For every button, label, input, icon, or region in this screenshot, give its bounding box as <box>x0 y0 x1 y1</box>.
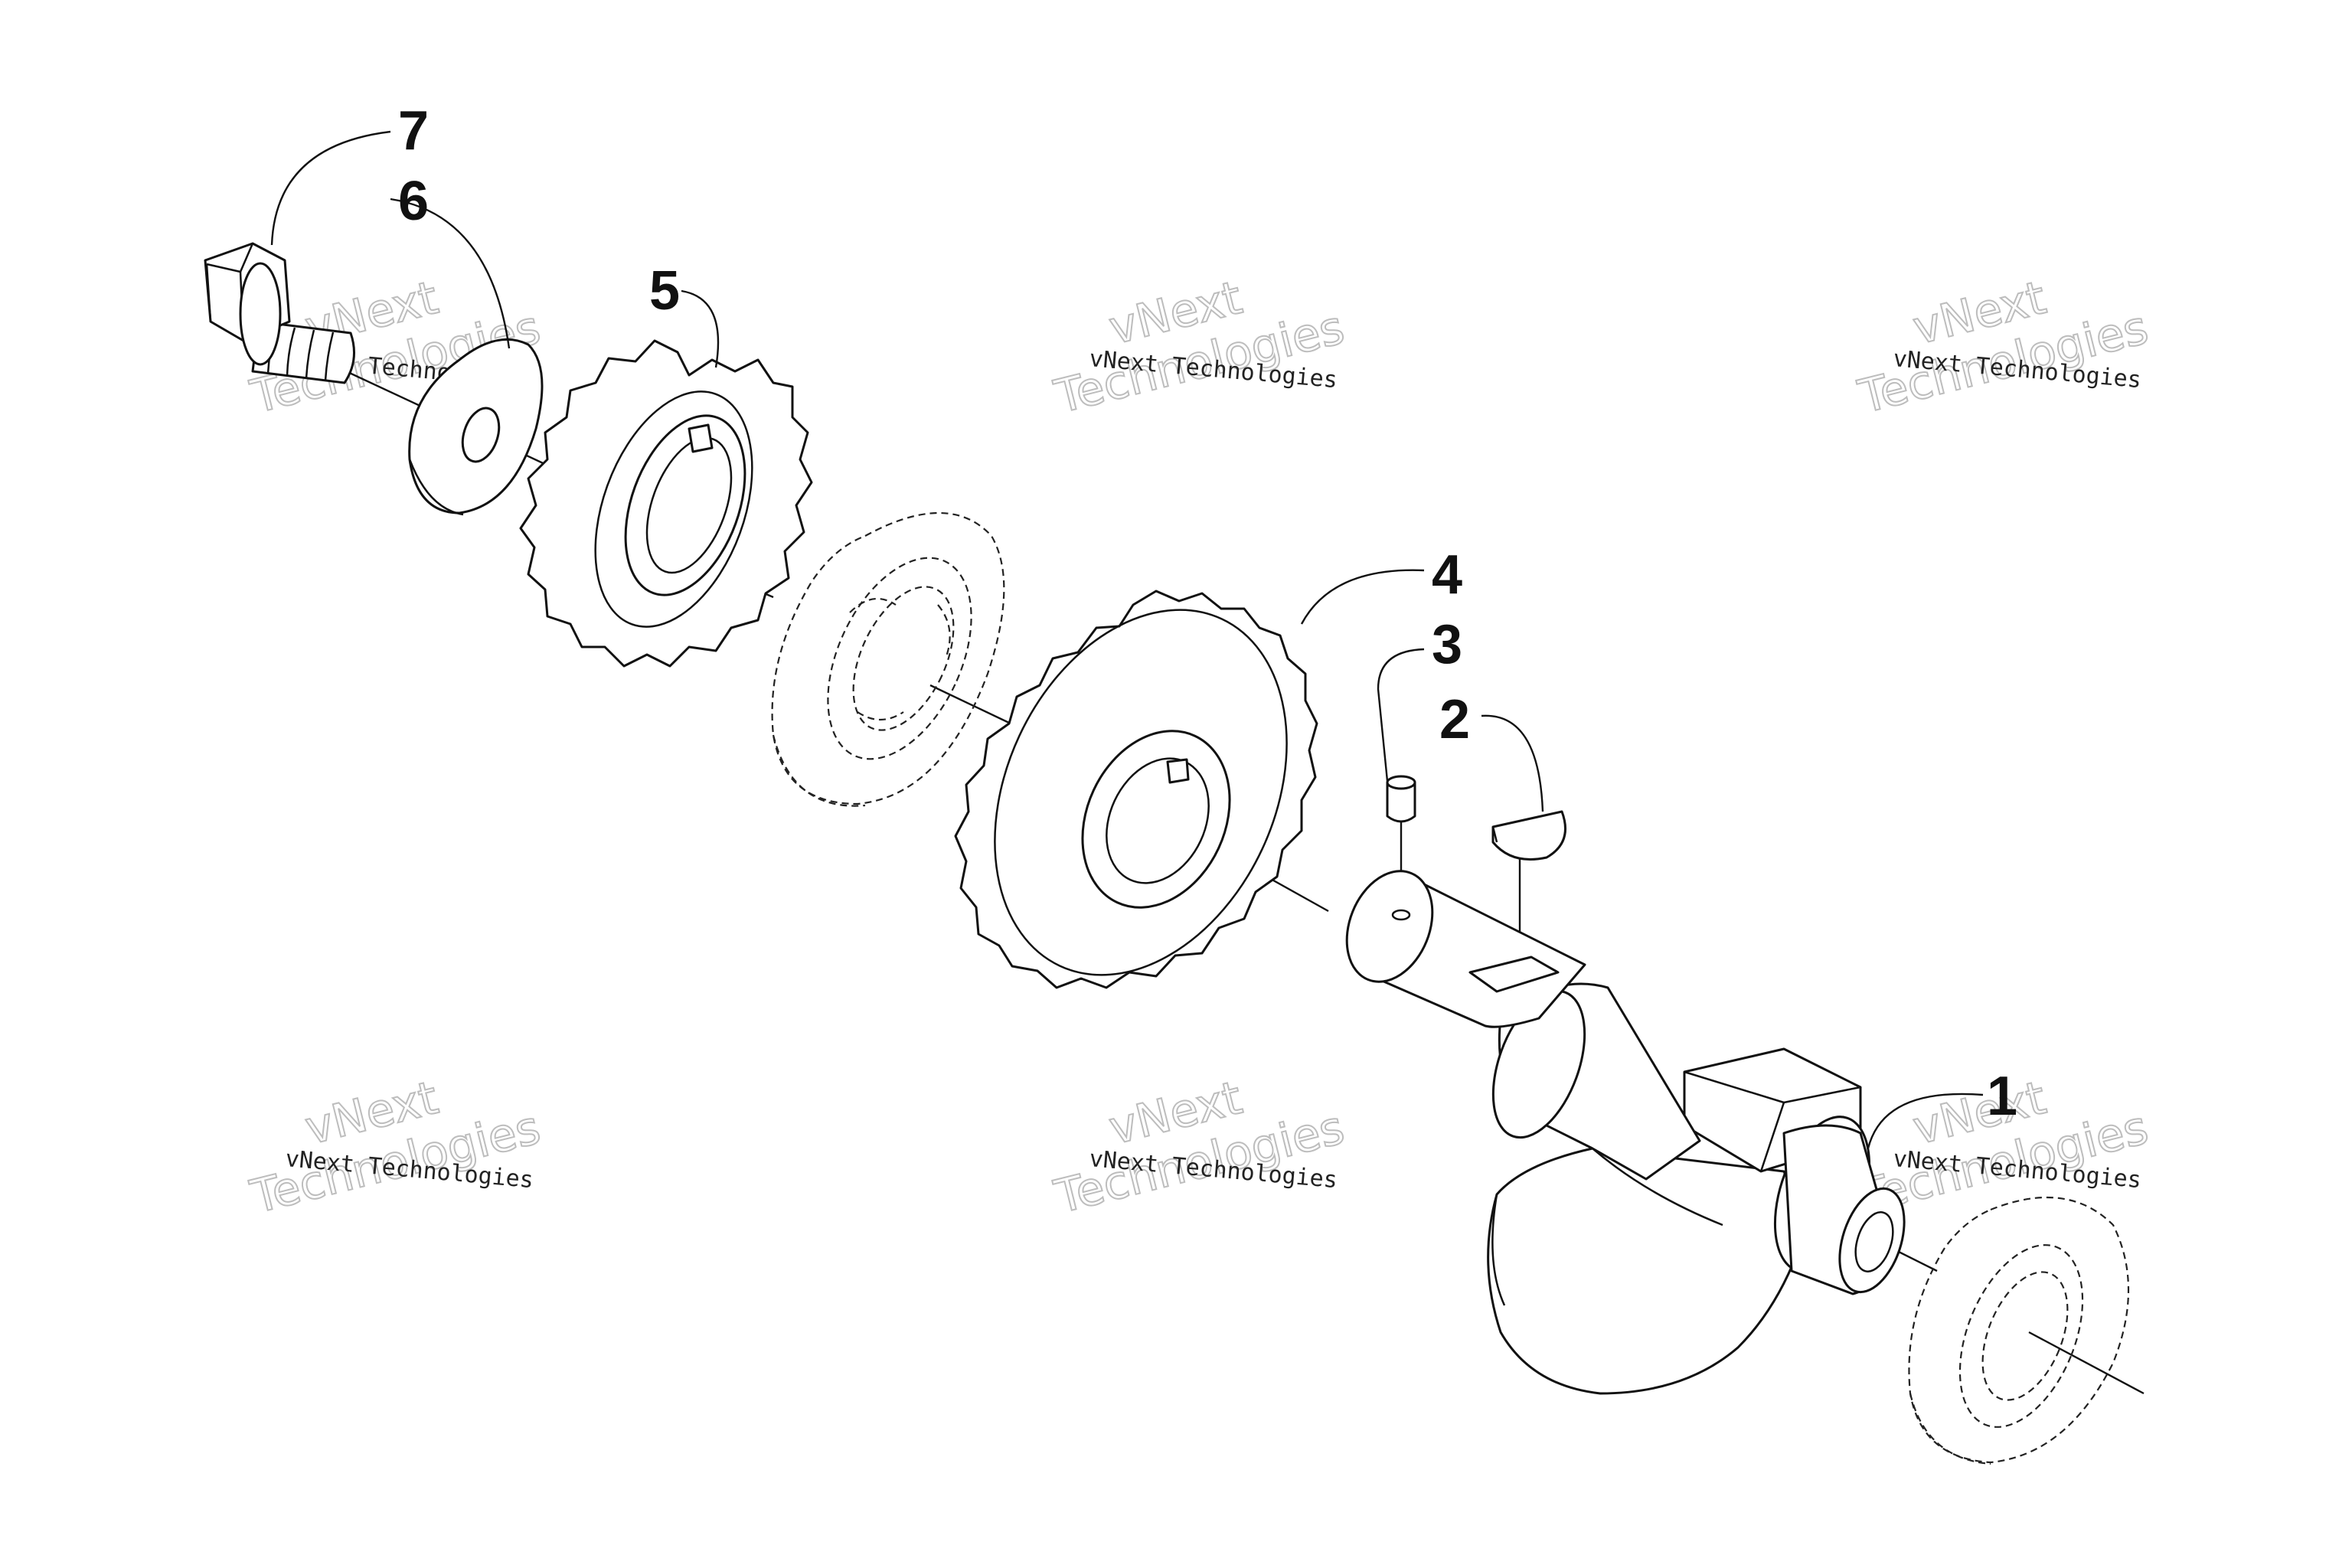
callout-6: 6 <box>398 171 429 232</box>
callout-labels: 7 6 5 4 3 2 1 <box>398 100 2017 1127</box>
large-gear-part-4 <box>954 590 1318 989</box>
callout-4: 4 <box>1432 544 1462 606</box>
ball-bearing-upper <box>771 511 1005 807</box>
dowel-pin-part-3 <box>1386 775 1416 823</box>
washer-part-6 <box>408 338 544 516</box>
callout-1: 1 <box>1987 1066 2017 1127</box>
woodruff-key-part-2 <box>1491 810 1566 861</box>
callout-3: 3 <box>1432 614 1462 675</box>
callout-5: 5 <box>649 260 680 322</box>
flange-bolt-part-7 <box>204 242 355 384</box>
callout-7: 7 <box>398 100 429 162</box>
callout-leader-lines <box>270 130 1984 1149</box>
callout-2: 2 <box>1439 689 1470 750</box>
small-gear-part-5 <box>519 339 813 668</box>
shaft-arm-assembly-part-1 <box>1345 870 1906 1395</box>
ball-bearing-lower <box>1908 1196 2130 1465</box>
